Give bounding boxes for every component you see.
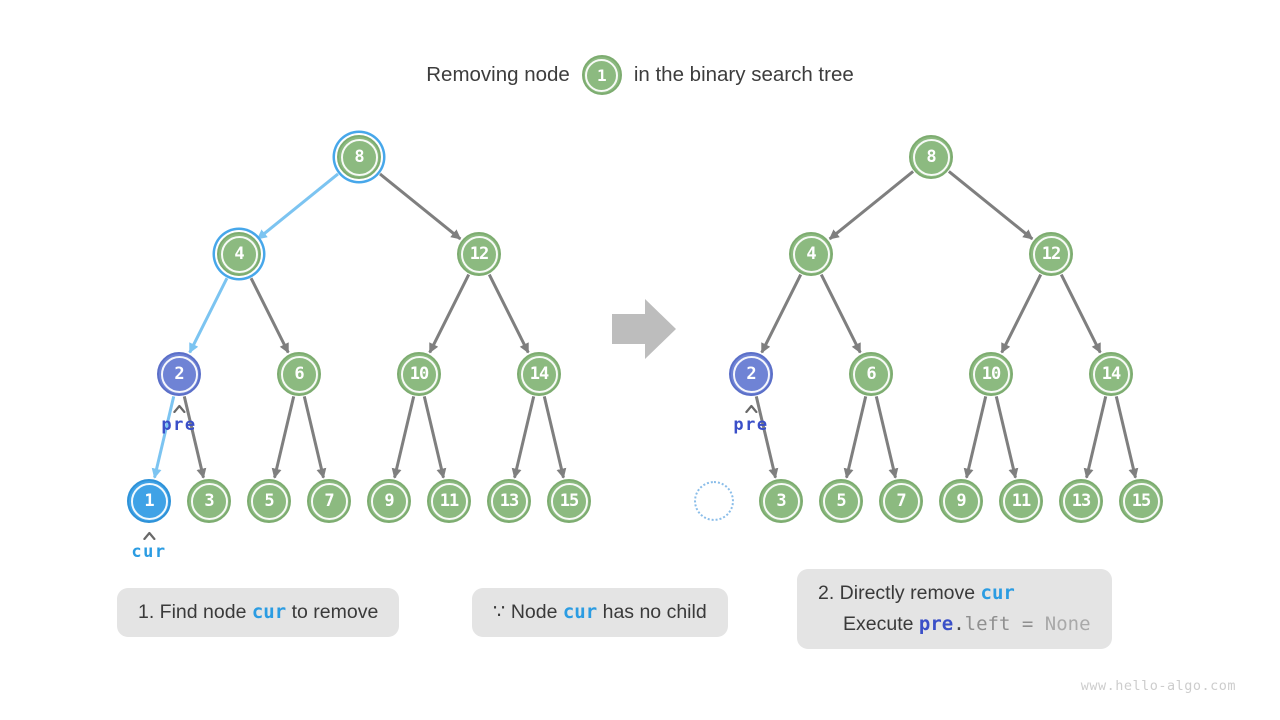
- caption-segment: ∵ Node: [493, 601, 563, 623]
- tree-node-left-6: 6: [277, 352, 321, 396]
- tree-node-left-8: 8: [337, 135, 381, 179]
- caption-segment: has no child: [597, 601, 707, 623]
- watermark: www.hello-algo.com: [1080, 678, 1236, 694]
- caption-segment: 2. Directly remove: [818, 582, 981, 604]
- caption-segment: Execute: [843, 613, 919, 635]
- tree-node-right-11: 11: [999, 479, 1043, 523]
- caret-up-icon: [142, 531, 156, 540]
- tree-edge-left-4-6: [249, 277, 290, 354]
- tree-node-right-8: 8: [909, 135, 953, 179]
- tree-edge-left-12-10: [428, 273, 471, 354]
- tree-edge-left-6-7: [302, 396, 327, 479]
- tree-node-left-5: 5: [247, 479, 291, 523]
- tree-edge-right-14-13: [1083, 396, 1108, 479]
- pre-pointer-label: pre: [733, 415, 769, 435]
- tree-node-right-10: 10: [969, 352, 1013, 396]
- pre-pointer-left: pre: [161, 404, 196, 435]
- tree-edge-left-10-9: [391, 396, 416, 479]
- title-text-prefix: Removing node: [426, 63, 570, 86]
- tree-edge-right-6-7: [874, 396, 899, 479]
- caption-segment: cur: [251, 601, 287, 623]
- tree-node-left-11: 11: [427, 479, 471, 523]
- tree-edge-left-14-13: [511, 396, 536, 479]
- tree-edge-right-6-5: [843, 396, 868, 479]
- tree-edge-left-4-2: [188, 277, 229, 354]
- caption-segment: cur: [980, 582, 1015, 604]
- tree-edge-left-12-14: [487, 273, 530, 354]
- tree-edge-left-14-15: [542, 396, 567, 479]
- caption-segment: to remove: [286, 601, 379, 623]
- title-text-suffix: in the binary search tree: [633, 63, 854, 86]
- tree-node-right-9: 9: [939, 479, 983, 523]
- caption-segment: left: [964, 613, 1011, 635]
- tree-edge-right-8-4: [828, 170, 915, 241]
- caption-segment: =: [1010, 613, 1045, 635]
- tree-edge-right-10-11: [994, 396, 1019, 479]
- caption-segment: None: [1044, 613, 1091, 635]
- removed-node-placeholder: [694, 481, 734, 521]
- tree-edge-left-6-5: [271, 396, 296, 479]
- tree-node-left-10: 10: [397, 352, 441, 396]
- tree-edge-right-2-3: [754, 396, 779, 479]
- tree-edge-right-12-14: [1059, 273, 1102, 354]
- caption-segment: 1. Find node: [138, 601, 252, 623]
- tree-node-left-3: 3: [187, 479, 231, 523]
- tree-node-right-7: 7: [879, 479, 923, 523]
- tree-node-right-2: 2: [729, 352, 773, 396]
- tree-edge-left-8-12: [379, 172, 462, 241]
- tree-node-left-14: 14: [517, 352, 561, 396]
- tree-node-right-15: 15: [1119, 479, 1163, 523]
- tree-node-left-1: 1: [127, 479, 171, 523]
- tree-edge-left-2-3: [182, 396, 207, 479]
- tree-node-left-9: 9: [367, 479, 411, 523]
- cur-pointer-left: cur: [131, 531, 166, 562]
- tree-edge-right-4-6: [819, 273, 862, 354]
- tree-edge-left-10-11: [422, 396, 447, 479]
- caret-up-icon: [172, 404, 186, 413]
- pre-pointer-right: pre: [733, 404, 768, 435]
- tree-node-right-4: 4: [789, 232, 833, 276]
- tree-node-right-5: 5: [819, 479, 863, 523]
- cur-pointer-label: cur: [131, 542, 167, 562]
- tree-node-right-13: 13: [1059, 479, 1103, 523]
- tree-edge-right-8-12: [947, 170, 1034, 241]
- tree-node-left-15: 15: [547, 479, 591, 523]
- caption-because: ∵ Node cur has no child: [472, 588, 728, 637]
- title-node-circle: 1: [581, 55, 622, 95]
- tree-node-right-12: 12: [1029, 232, 1073, 276]
- transition-arrow-icon: [612, 299, 676, 359]
- pre-pointer-label: pre: [161, 415, 197, 435]
- tree-node-left-12: 12: [457, 232, 501, 276]
- tree-node-left-13: 13: [487, 479, 531, 523]
- caption-segment: .: [953, 613, 965, 635]
- tree-edge-right-12-10: [1000, 273, 1043, 354]
- tree-edge-left-2-1: [151, 396, 176, 479]
- tree-node-left-2: 2: [157, 352, 201, 396]
- tree-edge-right-10-9: [963, 396, 988, 479]
- caret-up-icon: [744, 404, 758, 413]
- tree-node-right-6: 6: [849, 352, 893, 396]
- caption-segment: cur: [562, 601, 598, 623]
- tree-edge-right-14-15: [1114, 396, 1139, 479]
- tree-node-right-3: 3: [759, 479, 803, 523]
- caption-step1: 1. Find node cur to remove: [117, 588, 400, 637]
- tree-node-left-4: 4: [217, 232, 261, 276]
- tree-edge-right-4-2: [760, 273, 803, 354]
- tree-edge-left-8-4: [256, 172, 339, 241]
- diagram-title: Removing node 1 in the binary search tre…: [0, 54, 1280, 96]
- tree-node-left-7: 7: [307, 479, 351, 523]
- caption-segment: pre: [918, 613, 954, 635]
- tree-node-right-14: 14: [1089, 352, 1133, 396]
